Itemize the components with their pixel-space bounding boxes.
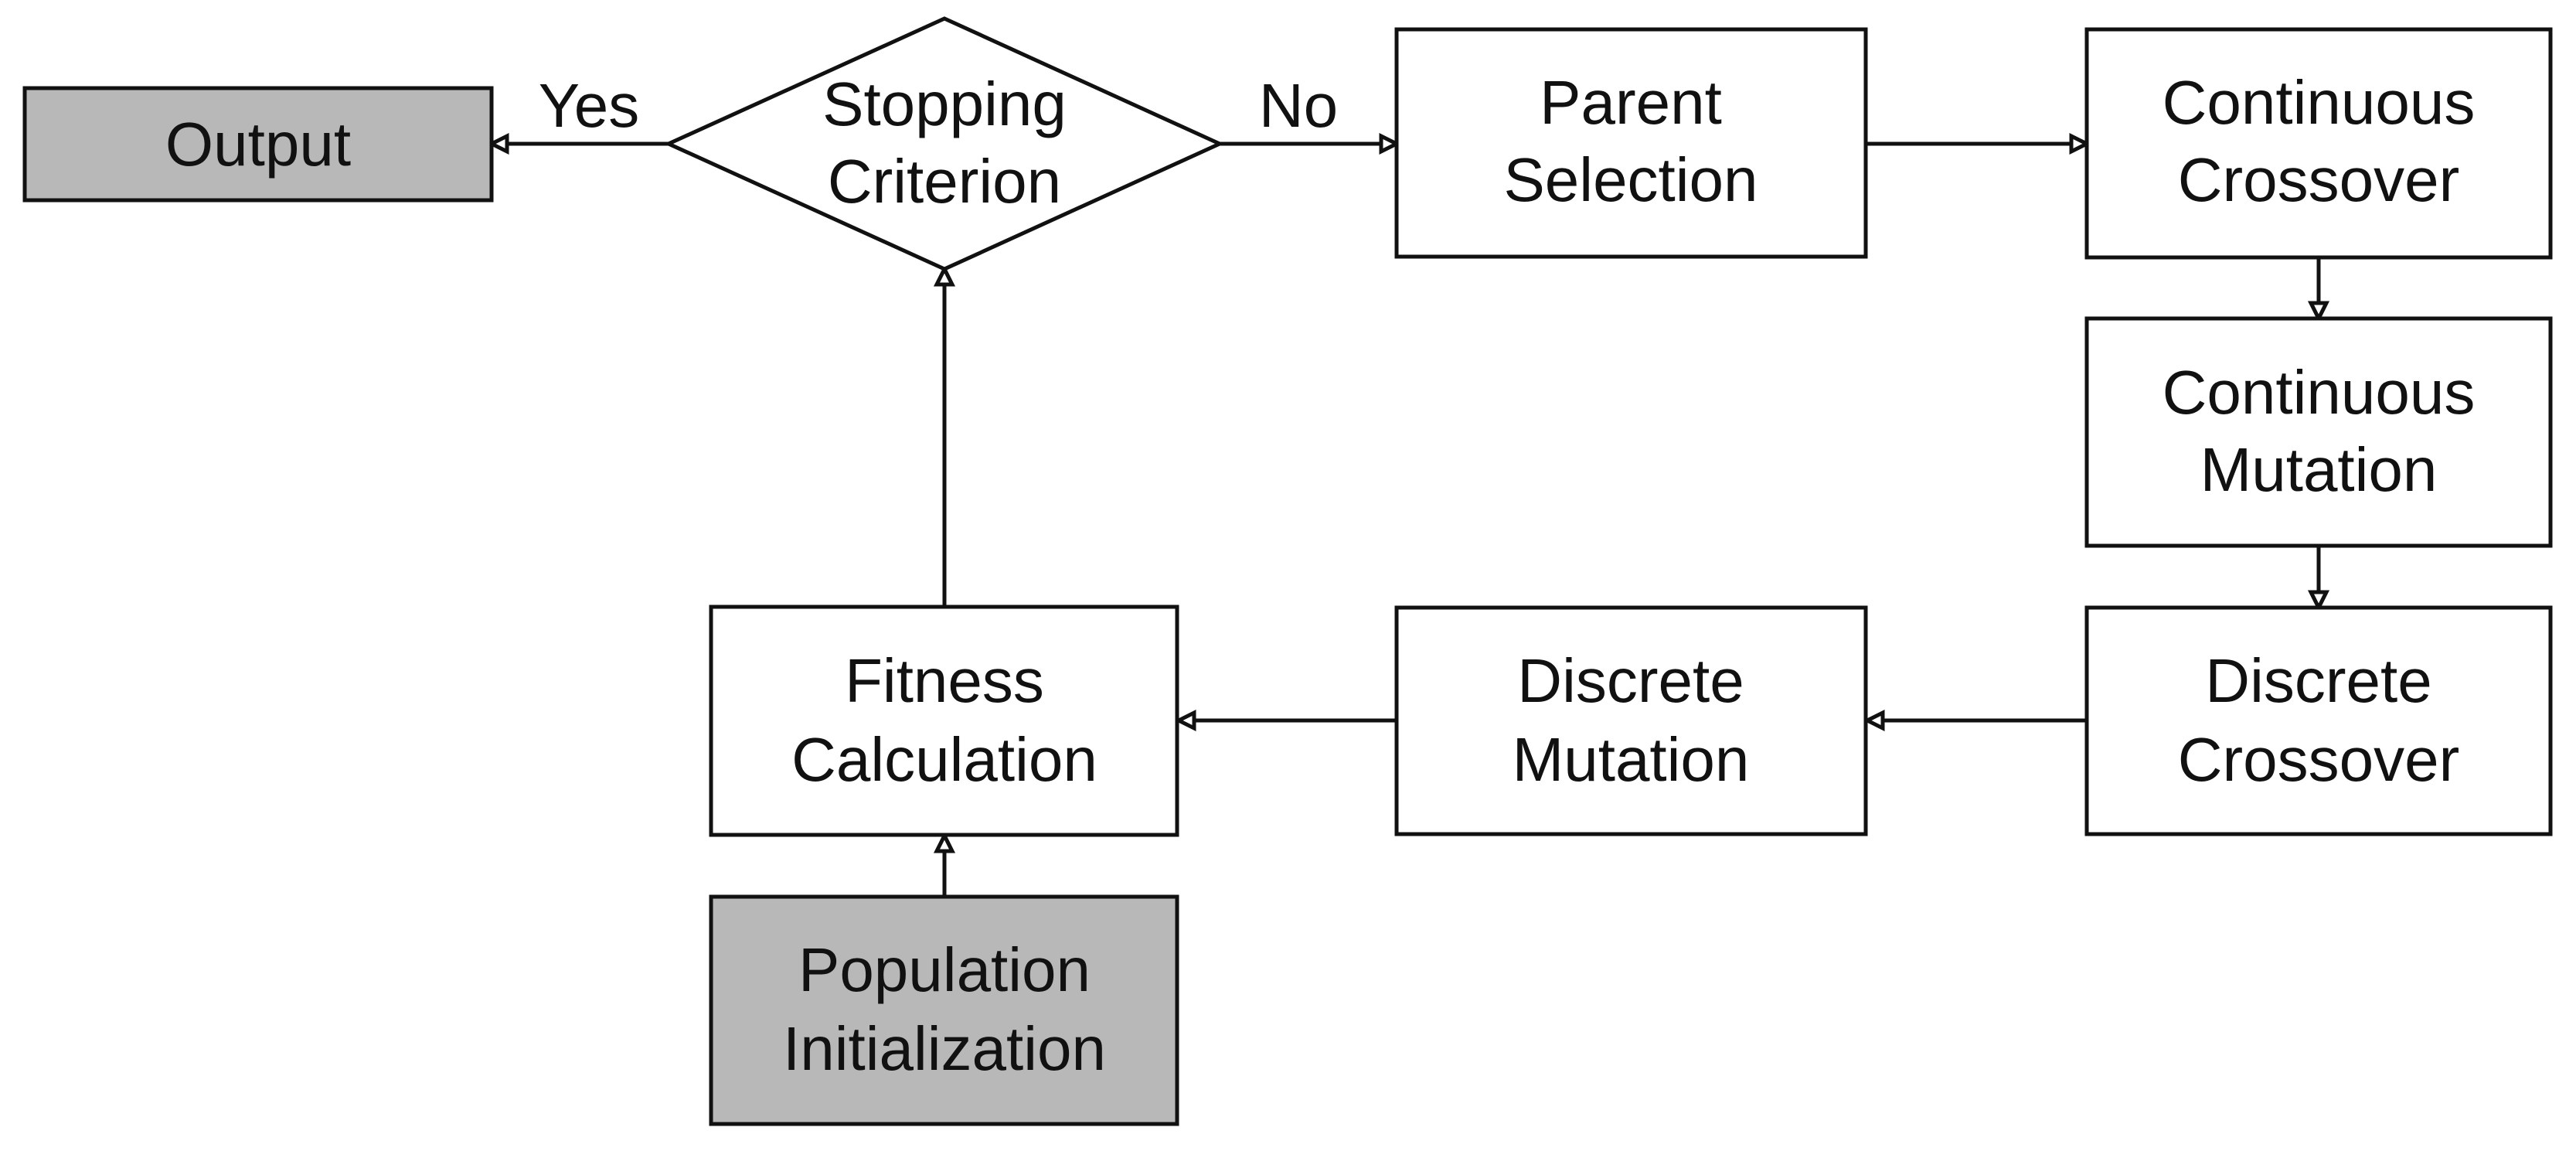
edge-fitness-to-stop [933, 264, 956, 607]
edge-select-to-ccross [1866, 132, 2091, 155]
node-discrete-mutation: Discrete Mutation [1394, 605, 1868, 836]
node-continuous-mutation-line-1: Continuous [2163, 358, 2476, 427]
node-discrete-mutation-line-2: Mutation [1513, 725, 1750, 794]
node-population-initialization-line-1: Population [798, 935, 1091, 1004]
edge-cmut-to-dcross [2307, 546, 2330, 612]
edge-ccross-to-cmut [2307, 257, 2330, 323]
node-population-initialization: Population Initialization [709, 894, 1179, 1126]
node-continuous-crossover-line-1: Continuous [2163, 68, 2476, 137]
node-continuous-crossover-line-2: Crossover [2178, 145, 2460, 214]
arrowhead-icon [1379, 132, 1401, 155]
arrowhead-icon [487, 132, 509, 155]
node-fitness-calculation-line-1: Fitness [845, 646, 1044, 715]
node-stopping-criterion: Stopping Criterion [663, 16, 1225, 271]
node-discrete-crossover-line-2: Crossover [2178, 725, 2460, 794]
arrowhead-icon [2307, 301, 2330, 323]
node-parent-selection-line-1: Parent [1540, 68, 1722, 137]
edge-dmut-to-fitness [1174, 709, 1397, 732]
node-continuous-mutation: Continuous Mutation [2084, 316, 2553, 548]
edge-dcross-to-dmut [1863, 709, 2087, 732]
arrowhead-icon [2307, 590, 2330, 612]
node-discrete-crossover-line-1: Discrete [2205, 646, 2431, 715]
edge-yes [487, 132, 669, 155]
node-stopping-criterion-line-1: Stopping [822, 70, 1067, 138]
edge-label-no: No [1259, 71, 1338, 140]
arrowhead-icon [933, 831, 956, 853]
node-population-initialization-line-2: Initialization [783, 1014, 1106, 1083]
node-continuous-crossover: Continuous Crossover [2084, 27, 2553, 260]
node-continuous-mutation-line-2: Mutation [2200, 435, 2438, 504]
node-output-label: Output [165, 110, 351, 179]
node-fitness-calculation: Fitness Calculation [709, 605, 1179, 837]
node-parent-selection-line-2: Selection [1503, 145, 1758, 214]
arrowhead-icon [1174, 709, 1196, 732]
node-fitness-calculation-line-2: Calculation [791, 725, 1097, 794]
node-output: Output [22, 86, 494, 203]
nodes: Output Stopping Criterion Parent Selecti… [22, 16, 2553, 1126]
edge-init-to-fitness [933, 831, 956, 897]
arrowhead-icon [933, 264, 956, 287]
node-discrete-mutation-line-1: Discrete [1517, 646, 1744, 715]
edge-no [1220, 132, 1401, 155]
edges: Yes No [487, 71, 2330, 897]
edge-label-yes: Yes [539, 71, 640, 140]
arrowhead-icon [2069, 132, 2091, 155]
node-discrete-crossover: Discrete Crossover [2084, 605, 2553, 836]
node-parent-selection: Parent Selection [1394, 27, 1868, 259]
node-stopping-criterion-line-2: Criterion [828, 147, 1061, 216]
arrowhead-icon [1863, 709, 1885, 732]
